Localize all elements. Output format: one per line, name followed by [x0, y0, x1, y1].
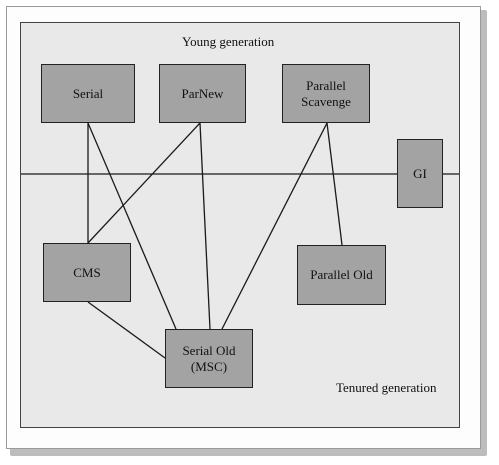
parallel-scavenge-collector: Parallel Scavenge	[282, 64, 370, 123]
edge-parnew-serialold	[199, 122, 211, 330]
parallel-old-collector: Parallel Old	[297, 245, 386, 305]
young-generation-label: Young generation	[182, 34, 275, 49]
edge-cms-serialold	[87, 301, 166, 359]
cms-collector: CMS	[43, 243, 131, 302]
edge-pscavenge-parallelold	[326, 122, 343, 246]
serial-old-collector: Serial Old (MSC)	[165, 329, 253, 388]
serial-collector: Serial	[41, 64, 135, 123]
parnew-collector: ParNew	[159, 64, 246, 123]
edge-pscavenge-serialold	[221, 122, 328, 330]
edge-parnew-cms	[87, 122, 201, 244]
tenured-generation-label: Tenured generation	[336, 380, 437, 395]
g1-collector: GI	[397, 139, 443, 208]
edge-serial-serialold	[87, 122, 177, 330]
